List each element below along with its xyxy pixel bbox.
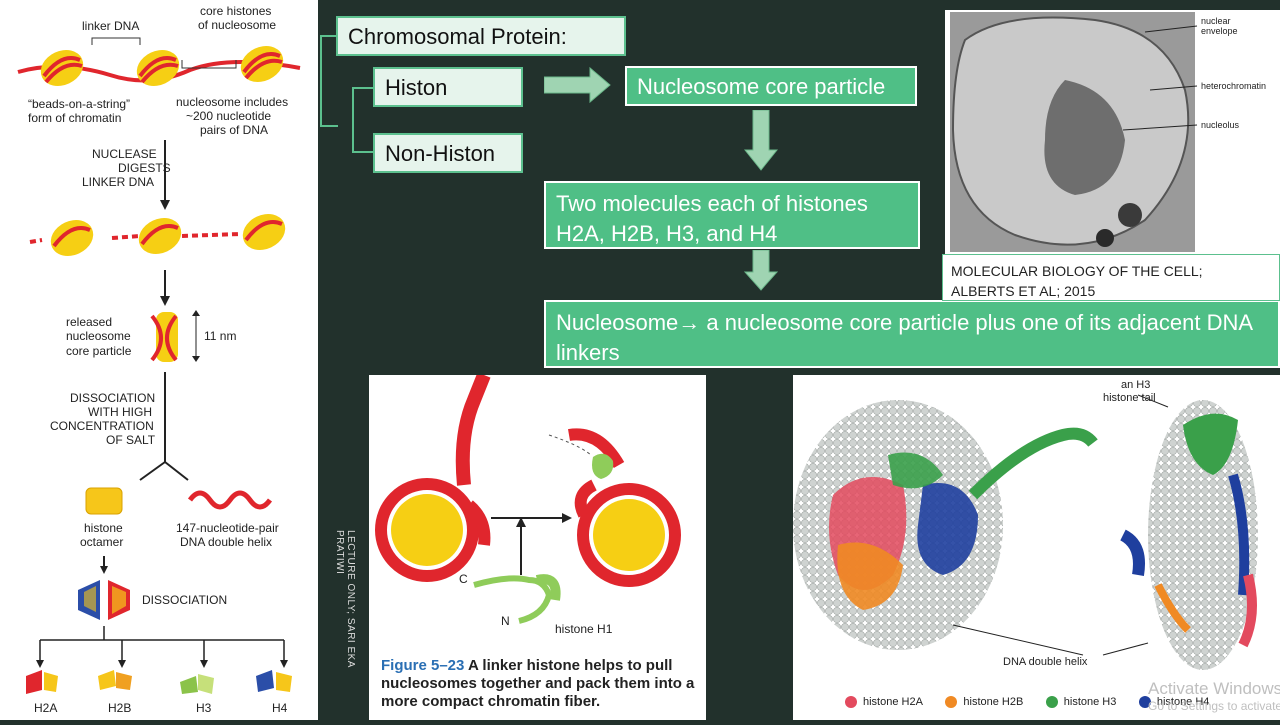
non-histon-label: Non-Histon bbox=[385, 141, 496, 166]
dna-helix-1: 147-nucleotide-pair bbox=[176, 521, 279, 535]
tail-label-1: an H3 bbox=[1121, 379, 1150, 391]
electron-micrograph: nuclear envelope heterochromatin nucleol… bbox=[950, 12, 1266, 252]
activate-windows-watermark: Activate Windows Go to Settings to activ… bbox=[1148, 679, 1280, 713]
dna-helix-label: DNA double helix bbox=[1003, 656, 1088, 668]
legend-label: histone H4 bbox=[1156, 696, 1210, 708]
salt-2: WITH HIGH bbox=[88, 405, 152, 419]
legend-label: histone H2B bbox=[963, 696, 1024, 708]
left-figure-panel: linker DNA core histones of nucleosome “… bbox=[0, 0, 318, 720]
histon-label: Histon bbox=[385, 75, 448, 100]
micro-label-2: envelope bbox=[1201, 26, 1238, 36]
nucleosome-bead bbox=[240, 46, 284, 82]
h4-label: H4 bbox=[272, 701, 288, 715]
watermark-line-2: Go to Settings to activate Windows. bbox=[1148, 699, 1280, 713]
core-particle-label: Nucleosome core particle bbox=[637, 74, 886, 99]
figure-caption-text: A linker histone helps to pull nucleosom… bbox=[381, 657, 695, 710]
histone-legend: histone H2A histone H2B histone H3 histo… bbox=[845, 695, 1275, 713]
chromatin-dissociation-figure: linker DNA core histones of nucleosome “… bbox=[17, 4, 301, 715]
chromosomal-protein-label: Chromosomal Protein: bbox=[348, 24, 567, 49]
size-label: 11 nm bbox=[204, 329, 236, 343]
vertical-credit: LECTURE ONLY; SARI EKA PRATIWI bbox=[334, 530, 356, 668]
beads-label-2: form of chromatin bbox=[28, 111, 121, 125]
two-molecules-label: Two molecules each of histones H2A, H2B,… bbox=[556, 191, 868, 246]
two-molecules-box: Two molecules each of histones H2A, H2B,… bbox=[544, 181, 920, 249]
legend-item: histone H3 bbox=[1045, 696, 1117, 708]
micro-label-1: nuclear bbox=[1201, 16, 1231, 26]
linker-dna-label: linker DNA bbox=[82, 19, 139, 33]
legend-dot-h4 bbox=[1138, 696, 1151, 708]
octamer-1: histone bbox=[84, 521, 123, 535]
released-2: nucleosome bbox=[66, 329, 131, 343]
tail-label-2: histone tail bbox=[1103, 392, 1156, 404]
non-histon-box: Non-Histon bbox=[373, 133, 523, 173]
legend-dot-h3 bbox=[1045, 696, 1058, 708]
down-arrow-icon bbox=[744, 110, 778, 171]
nucleosome-bead bbox=[136, 50, 180, 86]
tree-connectors bbox=[320, 35, 373, 153]
legend-item: histone H2A bbox=[845, 696, 923, 708]
core-particle-box: Nucleosome core particle bbox=[625, 66, 917, 106]
figure-523-caption: Figure 5–23 A linker histone helps to pu… bbox=[381, 657, 701, 711]
legend-label: histone H2A bbox=[863, 696, 923, 708]
nuclease-3: LINKER DNA bbox=[82, 175, 154, 189]
salt-4: OF SALT bbox=[106, 433, 156, 447]
h2a-label: H2A bbox=[34, 701, 57, 715]
n-label: N bbox=[501, 614, 510, 628]
chromosomal-protein-box: Chromosomal Protein: bbox=[336, 16, 626, 56]
nuclease-1: NUCLEASE bbox=[92, 147, 157, 161]
figure-number: Figure 5–23 bbox=[381, 657, 465, 674]
core-histones-label-1: core histones bbox=[200, 4, 271, 18]
nucleosome-includes-3: pairs of DNA bbox=[200, 123, 268, 137]
right-arrow-icon bbox=[544, 66, 611, 104]
micro-label-4: nucleolus bbox=[1201, 120, 1240, 130]
caption-line-2: ALBERTS ET AL; 2015 bbox=[951, 283, 1096, 299]
micrograph-caption: MOLECULAR BIOLOGY OF THE CELL; ALBERTS E… bbox=[942, 254, 1280, 301]
legend-item: histone H2B bbox=[945, 696, 1023, 708]
nucleosome-includes-2: ~200 nucleotide bbox=[186, 109, 271, 123]
legend-label: histone H3 bbox=[1063, 696, 1117, 708]
dna-helix-2: DNA double helix bbox=[180, 535, 272, 549]
released-3: core particle bbox=[66, 344, 132, 358]
legend-item: histone H4 bbox=[1138, 696, 1210, 708]
h3-label: H3 bbox=[196, 701, 212, 715]
released-1: released bbox=[66, 315, 112, 329]
h2b-label: H2B bbox=[108, 701, 131, 715]
h1-label: histone H1 bbox=[555, 622, 613, 635]
salt-1: DISSOCIATION bbox=[70, 391, 155, 405]
linker-histone-figure: C N histone H1 bbox=[375, 375, 681, 636]
nucleosome-bead bbox=[40, 50, 84, 86]
beads-label-1: “beads-on-a-string” bbox=[28, 97, 130, 111]
nucleosome-includes-1: nucleosome includes bbox=[176, 95, 288, 109]
core-histones-label-2: of nucleosome bbox=[198, 18, 276, 32]
salt-3: CONCENTRATION bbox=[50, 419, 154, 433]
figure-523-panel: C N histone H1 Figure 5–23 A linker hist… bbox=[369, 375, 706, 720]
caption-line-1: MOLECULAR BIOLOGY OF THE CELL; bbox=[951, 263, 1203, 279]
octamer-2: octamer bbox=[80, 535, 123, 549]
dissociation-label: DISSOCIATION bbox=[142, 593, 227, 607]
c-label: C bbox=[459, 572, 468, 586]
down-arrow-icon bbox=[744, 250, 778, 291]
nucleosome-definition-box: Nucleosome→ a nucleosome core particle p… bbox=[544, 300, 1280, 368]
legend-dot-h2b bbox=[945, 696, 958, 708]
histon-box: Histon bbox=[373, 67, 523, 107]
micrograph-panel: nuclear envelope heterochromatin nucleol… bbox=[945, 10, 1280, 255]
nucleosome-structure-figure: an H3 histone tail DNA double helix bbox=[793, 379, 1258, 670]
structure-panel: an H3 histone tail DNA double helix hist… bbox=[793, 375, 1280, 720]
legend-dot-h2a bbox=[845, 696, 857, 708]
nuclease-2: DIGESTS bbox=[118, 161, 171, 175]
watermark-line-1: Activate Windows bbox=[1148, 679, 1280, 698]
nucleosome-definition-label: Nucleosome→ a nucleosome core particle p… bbox=[556, 310, 1252, 365]
micro-label-3: heterochromatin bbox=[1201, 81, 1266, 91]
